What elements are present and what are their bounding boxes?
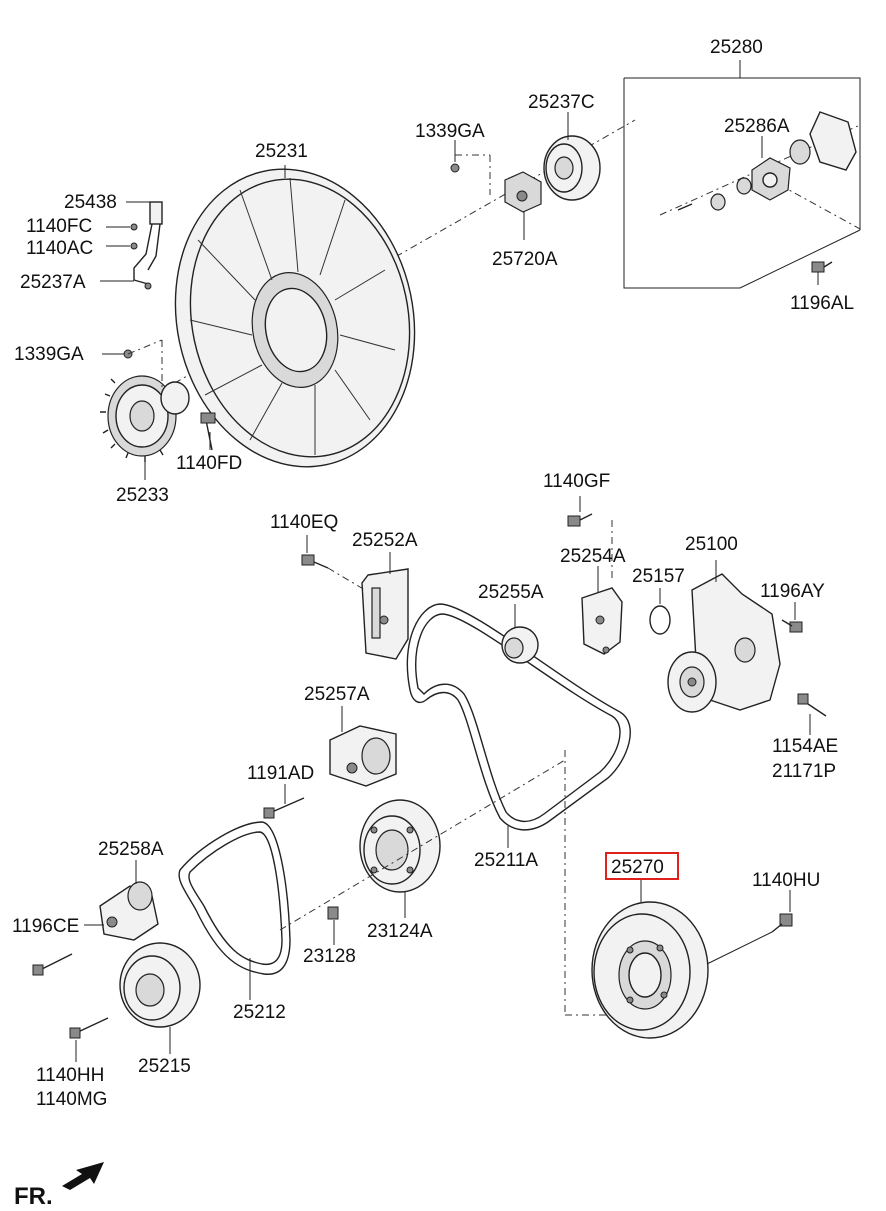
pulley-25215 [119, 942, 201, 1028]
fan-clutch-25233 [100, 375, 190, 462]
pump-parts-25286a [677, 111, 857, 211]
label-25237a[interactable]: 25237A [20, 272, 86, 293]
bolt-1196ay [781, 619, 803, 633]
label-25212[interactable]: 25212 [233, 1002, 286, 1023]
pump-bolt-line [779, 184, 863, 231]
bolt-1140hh [69, 1017, 109, 1039]
hub-25720a [504, 171, 542, 213]
label-25286a[interactable]: 25286A [724, 116, 790, 137]
label-1140hh[interactable]: 1140HH [36, 1065, 104, 1086]
label-1191ad[interactable]: 1191AD [247, 763, 314, 784]
label-1339ga-left[interactable]: 1339GA [14, 344, 84, 365]
cooling-fan-25231 [174, 168, 416, 468]
label-1140ac[interactable]: 1140AC [26, 238, 93, 259]
label-1196al[interactable]: 1196AL [790, 293, 854, 314]
bolt-23128 [327, 906, 339, 920]
highlight-box-25270 [605, 852, 679, 880]
label-25255a[interactable]: 25255A [478, 582, 544, 603]
leader-lines [75, 112, 819, 1062]
stud-1154ae [797, 693, 827, 717]
crank-damper-25270 [591, 901, 709, 1039]
front-arrow-icon [62, 1162, 104, 1190]
label-1196ce[interactable]: 1196CE [12, 916, 79, 937]
label-21171p[interactable]: 21171P [772, 761, 836, 782]
bracket-25254a [581, 587, 623, 655]
idler-pulley-25255a [501, 626, 539, 664]
bolt-1196ce [32, 953, 73, 976]
label-25438[interactable]: 25438 [64, 192, 117, 213]
label-1339ga-top[interactable]: 1339GA [415, 121, 485, 142]
bracket-25252a [361, 568, 409, 660]
bolt-1140fd [200, 412, 216, 451]
label-1140eq[interactable]: 1140EQ [270, 512, 338, 533]
label-25258a[interactable]: 25258A [98, 839, 164, 860]
label-25157[interactable]: 25157 [632, 566, 685, 587]
label-23128[interactable]: 23128 [303, 946, 356, 967]
label-1140fd[interactable]: 1140FD [176, 453, 242, 474]
label-25233[interactable]: 25233 [116, 485, 169, 506]
label-25280[interactable]: 25280 [710, 37, 763, 58]
label-1140mg[interactable]: 1140MG [36, 1089, 107, 1110]
label-25215[interactable]: 25215 [138, 1056, 191, 1077]
label-25254a[interactable]: 25254A [560, 546, 626, 567]
nut-1339ga-top [450, 163, 460, 173]
tensioner-25257a [329, 725, 397, 787]
label-1154ae[interactable]: 1154AE [772, 736, 838, 757]
bracket-25237a [130, 201, 163, 290]
label-1140fc[interactable]: 1140FC [26, 216, 92, 237]
label-23124a[interactable]: 23124A [367, 921, 433, 942]
label-1140gf[interactable]: 1140GF [543, 471, 610, 492]
label-25211a[interactable]: 25211A [474, 850, 538, 871]
bolt-1140gf [567, 513, 613, 580]
bolt-1191ad [263, 797, 305, 819]
label-25231[interactable]: 25231 [255, 141, 308, 162]
pulley-25237c [543, 135, 601, 201]
label-25100[interactable]: 25100 [685, 534, 738, 555]
gasket-25157 [649, 605, 671, 635]
label-25270[interactable]: 25270 [611, 857, 664, 878]
water-pump-25100 [667, 573, 781, 713]
tensioner-25258a [99, 881, 159, 941]
label-25237c[interactable]: 25237C [528, 92, 595, 113]
label-25720a[interactable]: 25720A [492, 249, 558, 270]
label-front-direction: FR. [14, 1183, 53, 1210]
bolt-1140eq [301, 554, 366, 591]
label-1196ay[interactable]: 1196AY [760, 581, 825, 602]
bolt-1196al [811, 261, 833, 273]
assembly-box-25280 [623, 60, 861, 289]
nut-1339ga-left-line [127, 339, 163, 355]
label-25257a[interactable]: 25257A [304, 684, 370, 705]
label-25252a[interactable]: 25252A [352, 530, 418, 551]
bolt-1140hu [706, 913, 793, 965]
pulley-23124a [359, 799, 441, 893]
belt-25212 [178, 821, 291, 975]
belt-25211a [406, 603, 631, 831]
label-1140hu[interactable]: 1140HU [752, 870, 820, 891]
